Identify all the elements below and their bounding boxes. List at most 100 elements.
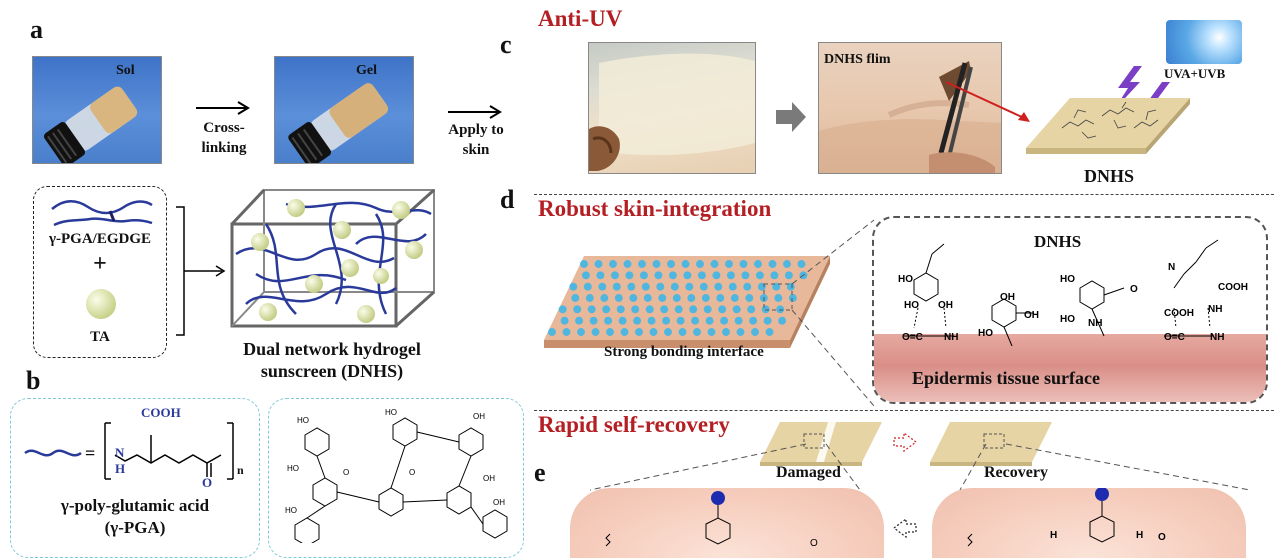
svg-text:HO: HO bbox=[1060, 274, 1075, 285]
recovery-arrow-icon bbox=[893, 432, 917, 452]
lattice-node bbox=[589, 316, 598, 325]
lattice-node bbox=[625, 271, 634, 280]
panel-letter-c: c bbox=[500, 30, 512, 59]
svg-text:NH: NH bbox=[944, 332, 958, 343]
svg-text:OH: OH bbox=[1000, 292, 1015, 303]
svg-text:H: H bbox=[1050, 530, 1057, 541]
plus-sign: + bbox=[93, 251, 107, 277]
crosslink-arrow-icon bbox=[196, 101, 250, 115]
lattice-node bbox=[649, 328, 658, 336]
svg-text:OH: OH bbox=[493, 498, 505, 507]
lattice-node bbox=[687, 294, 696, 302]
lattice-node bbox=[755, 271, 764, 280]
lattice-node bbox=[635, 328, 643, 336]
cooh-label: COOH bbox=[141, 405, 181, 420]
lattice-node bbox=[558, 305, 567, 314]
damaged-film-icon bbox=[760, 422, 882, 466]
dnhs-label-c: DNHS bbox=[1084, 166, 1135, 186]
lattice-node bbox=[674, 305, 683, 314]
lattice-node bbox=[645, 305, 654, 314]
lattice-node bbox=[577, 328, 585, 336]
lattice-node bbox=[571, 294, 580, 302]
lattice-node bbox=[620, 328, 629, 336]
ta-label: TA bbox=[90, 329, 110, 345]
crosslink-line2: linking bbox=[201, 140, 247, 156]
svg-text:O=C: O=C bbox=[902, 332, 923, 343]
lattice-node bbox=[720, 316, 729, 325]
self-recovery-title: Rapid self-recovery bbox=[538, 412, 730, 437]
lattice-node bbox=[765, 328, 774, 336]
lattice-node bbox=[658, 294, 667, 302]
svg-text:OH: OH bbox=[473, 412, 485, 421]
lattice-node bbox=[623, 260, 632, 268]
svg-text:O: O bbox=[409, 468, 415, 477]
lattice-node bbox=[656, 282, 665, 291]
hydrogel-network-cube bbox=[230, 188, 436, 328]
lattice-node bbox=[739, 260, 748, 268]
svg-text:O: O bbox=[810, 538, 818, 548]
epidermis-label: Epidermis tissue surface bbox=[912, 368, 1100, 388]
lattice-node bbox=[736, 328, 745, 336]
precursor-label: γ-PGA/EGDGE bbox=[48, 231, 152, 247]
recovered-molecule-drawing: H H O bbox=[967, 488, 1166, 547]
lattice-node bbox=[749, 316, 758, 325]
svg-text:HO: HO bbox=[1060, 314, 1075, 325]
lattice-node bbox=[575, 316, 584, 325]
lattice-node bbox=[604, 316, 613, 325]
lattice-node bbox=[696, 260, 704, 268]
ta-sphere-icon bbox=[86, 289, 116, 319]
lattice-node bbox=[699, 282, 708, 291]
lattice-node bbox=[672, 294, 681, 302]
svg-text:HO: HO bbox=[978, 328, 993, 339]
film-on-arm-drawing bbox=[819, 61, 1001, 173]
lattice-node bbox=[654, 271, 663, 280]
lattice-node bbox=[660, 305, 669, 314]
polymer-chain-icon bbox=[51, 200, 153, 227]
svg-text:OH: OH bbox=[1024, 310, 1039, 321]
lattice-node bbox=[652, 260, 661, 268]
panel-letter-d: d bbox=[500, 185, 515, 214]
recovered-film-icon bbox=[930, 422, 1052, 466]
lattice-node bbox=[580, 260, 588, 268]
n-subscript: n bbox=[237, 463, 244, 477]
lattice-node bbox=[548, 328, 556, 336]
pga-line1: γ-poly-glutamic acid bbox=[60, 496, 210, 515]
dnhs-label-d: DNHS bbox=[1034, 232, 1082, 251]
bonded-skin-slab bbox=[544, 256, 830, 348]
zoom-lines bbox=[763, 219, 875, 407]
uv-label: UVA+UVB bbox=[1164, 66, 1226, 81]
lattice-node bbox=[726, 271, 735, 280]
lattice-node bbox=[701, 294, 710, 302]
lattice-node bbox=[718, 305, 727, 314]
lattice-node bbox=[676, 316, 685, 325]
svg-text:N: N bbox=[1168, 262, 1175, 273]
svg-text:NH: NH bbox=[1210, 332, 1224, 343]
gel-label: Gel bbox=[356, 63, 377, 78]
reverse-arrow-icon bbox=[893, 518, 917, 538]
pointer-arrow-icon bbox=[945, 81, 1030, 122]
epidermis-layer bbox=[874, 334, 1266, 402]
lattice-node bbox=[631, 305, 640, 314]
lattice-node bbox=[664, 328, 672, 336]
separator-de bbox=[534, 410, 1274, 411]
lattice-node bbox=[573, 305, 582, 314]
lattice-node bbox=[560, 316, 569, 325]
lattice-node bbox=[569, 282, 578, 291]
lattice-node bbox=[667, 260, 675, 268]
lattice-node bbox=[629, 294, 638, 302]
network-line1: Dual network hydrogel bbox=[243, 339, 421, 359]
svg-text:O=C: O=C bbox=[1164, 332, 1185, 343]
panel-letter-e: e bbox=[534, 458, 546, 487]
svg-text:O: O bbox=[1158, 532, 1166, 543]
lattice-node bbox=[585, 294, 594, 302]
panel-letter-b: b bbox=[26, 366, 41, 395]
lattice-node bbox=[732, 305, 741, 314]
sol-label: Sol bbox=[116, 63, 135, 78]
lattice-node bbox=[722, 328, 730, 336]
lattice-node bbox=[763, 316, 772, 325]
lattice-node bbox=[606, 328, 614, 336]
pga-structure-box: = COOH N H O n γ-poly-glutamic acid (γ-P… bbox=[10, 398, 260, 558]
